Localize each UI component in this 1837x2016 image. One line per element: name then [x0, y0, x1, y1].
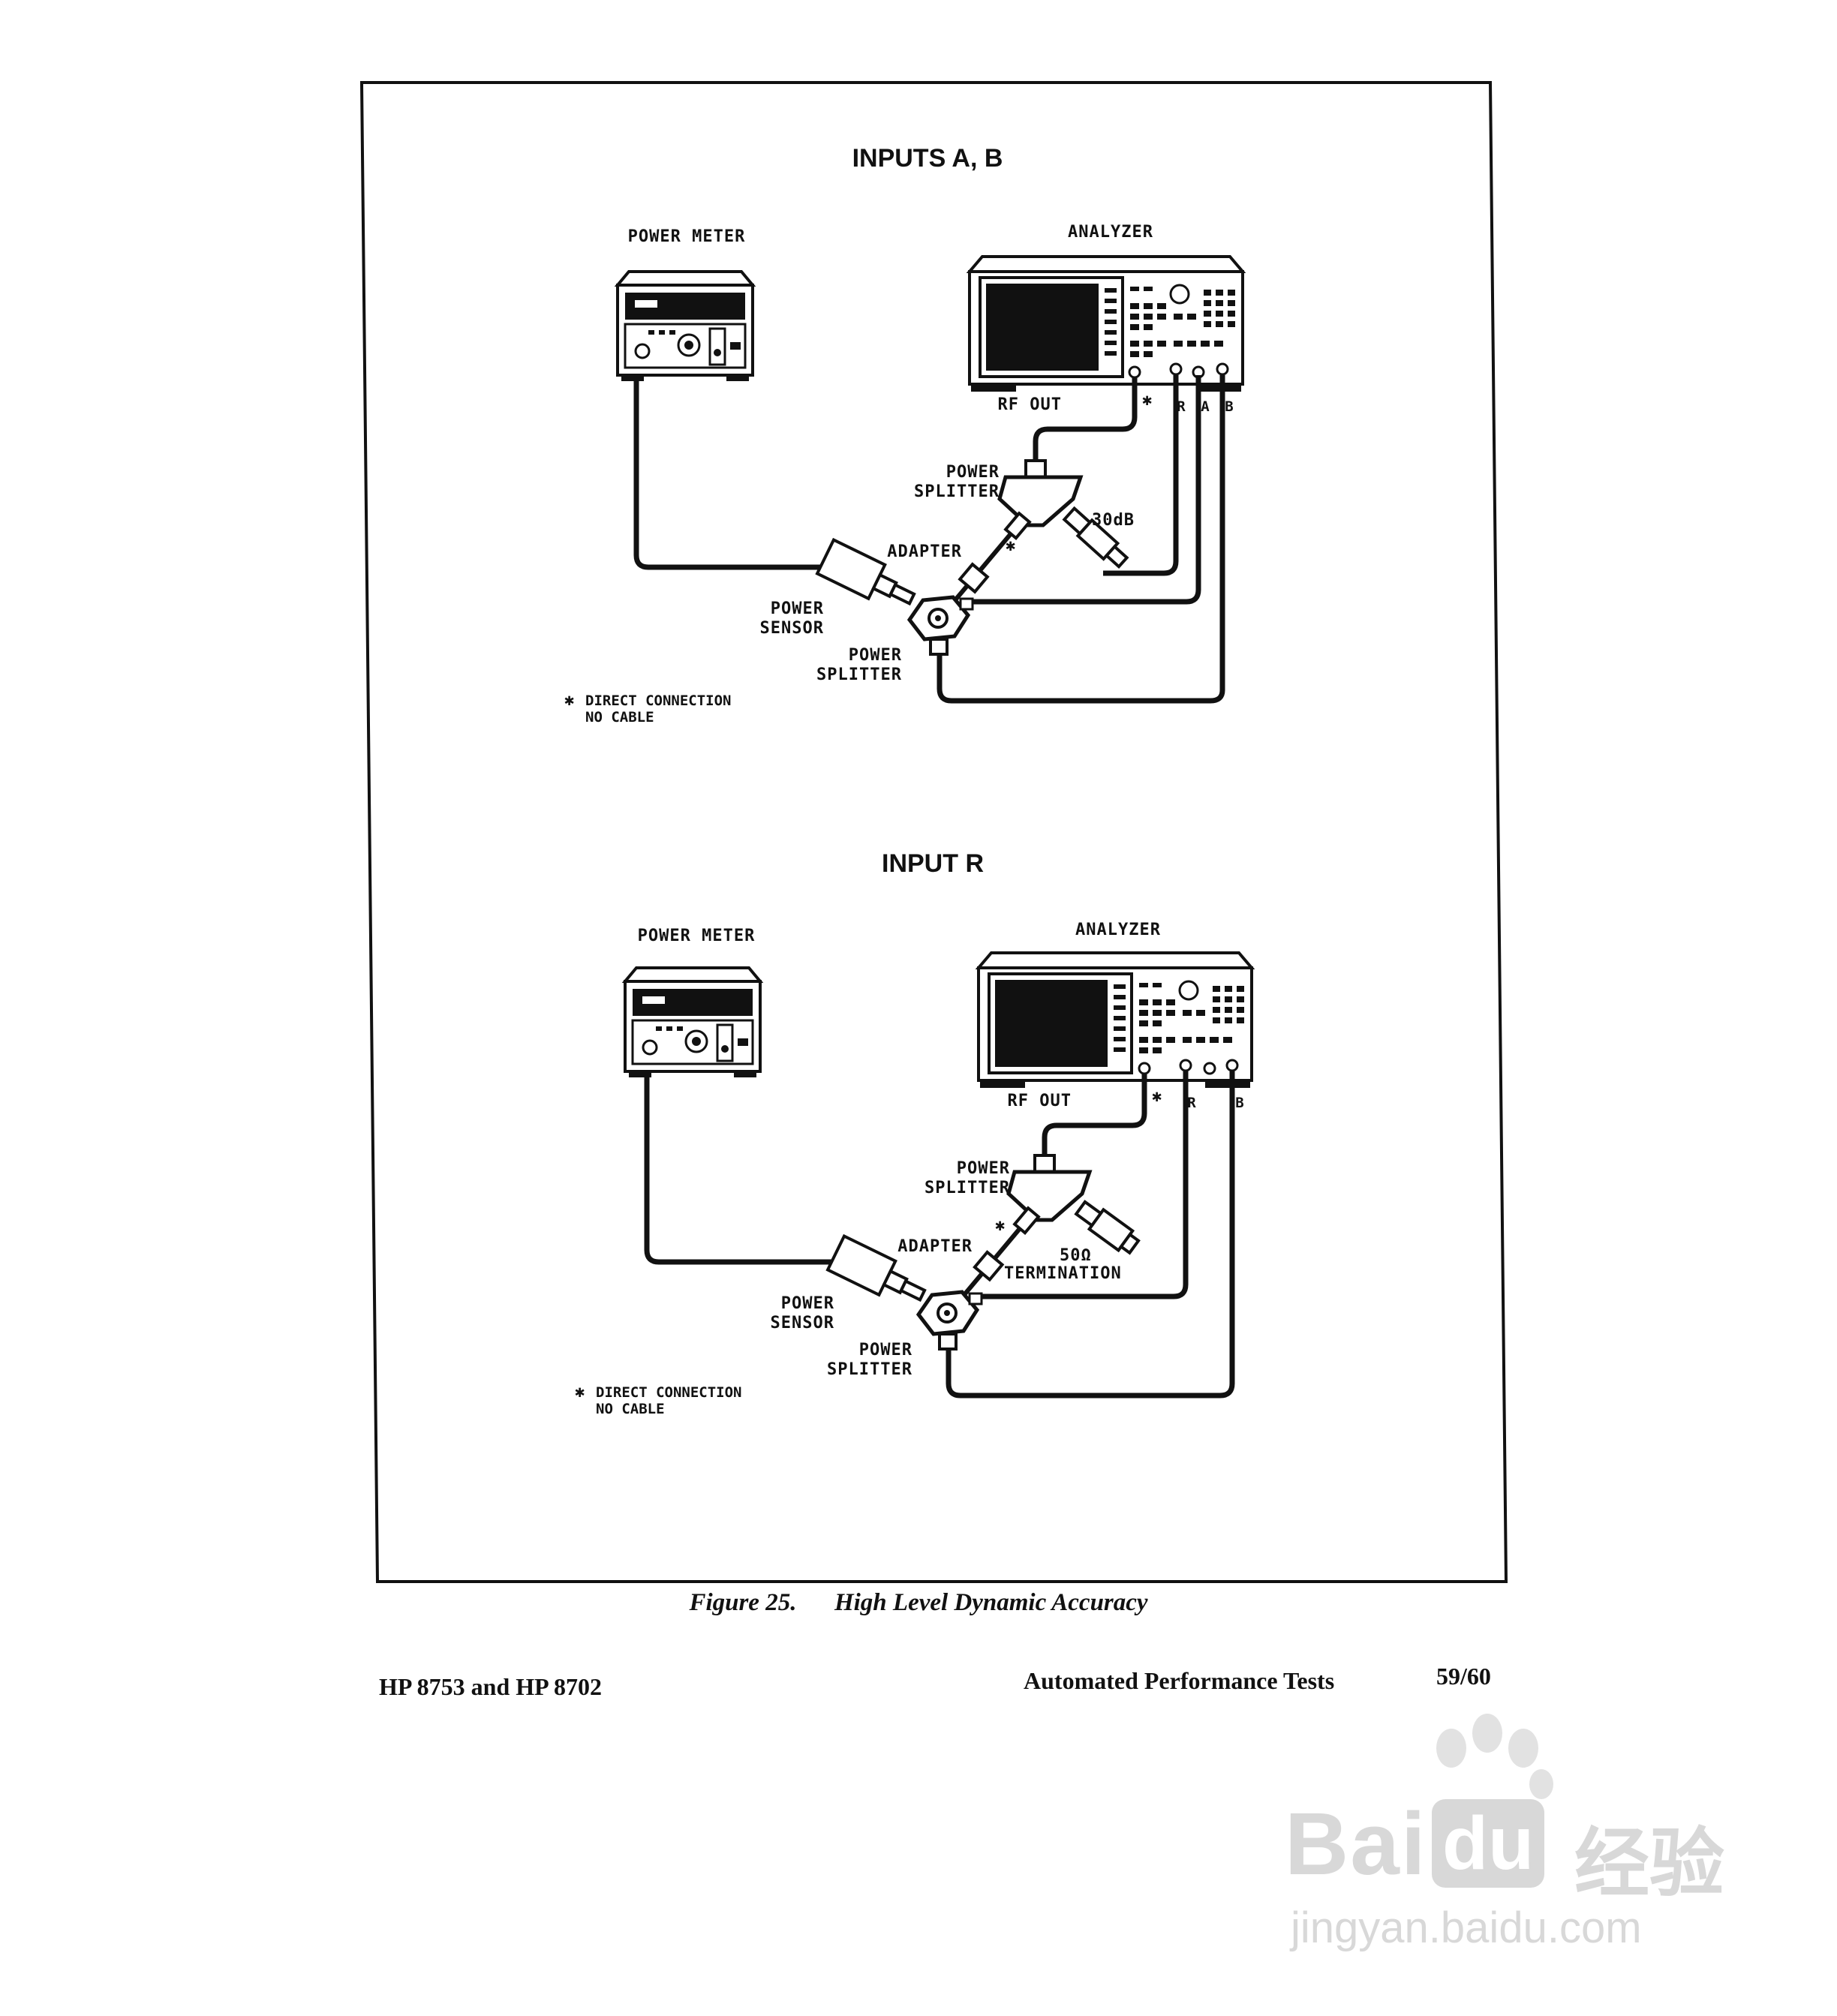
termination-50ohm	[1074, 1200, 1141, 1255]
power-sensor-label-1: POWER	[771, 599, 824, 618]
watermark-bai: Bai	[1285, 1795, 1427, 1894]
paw-icon	[1436, 1714, 1553, 1799]
watermark-url: jingyan.baidu.com	[1291, 1903, 1642, 1952]
attenuator-30db	[1062, 506, 1129, 569]
lower-power-splitter	[915, 1290, 983, 1351]
rf-out-label: RF OUT	[1008, 1092, 1072, 1110]
power-sensor	[815, 537, 916, 606]
analyzer-ports	[1138, 1059, 1239, 1075]
adapter-asterisk: ✱	[995, 1216, 1006, 1235]
note-line-2: NO CABLE	[596, 1401, 665, 1417]
rf-out-asterisk: ✱	[1142, 391, 1153, 410]
power-sensor-label-2: SENSOR	[771, 1314, 834, 1332]
note-asterisk: ✱	[564, 691, 575, 710]
upper-splitter-label-1: POWER	[946, 463, 1000, 482]
diagram-title: INPUTS A, B	[852, 144, 1003, 173]
footer-page-number: 59/60	[1436, 1663, 1491, 1690]
upper-splitter-label-2: SPLITTER	[914, 482, 1000, 501]
figure-title: High Level Dynamic Accuracy	[834, 1589, 1148, 1616]
rf-out-asterisk: ✱	[1152, 1087, 1162, 1106]
power-sensor	[825, 1233, 927, 1302]
adapter-label: ADAPTER	[887, 542, 962, 561]
footer-section: Automated Performance Tests	[1024, 1667, 1335, 1694]
watermark-du: du	[1432, 1799, 1545, 1888]
diagram-title: INPUT R	[882, 849, 984, 878]
note-line-2: NO CABLE	[585, 709, 654, 726]
port-r-label: R	[1177, 398, 1186, 415]
adapter-label: ADAPTER	[897, 1237, 973, 1256]
analyzer-label: ANALYZER	[1075, 921, 1161, 939]
port-r-label: R	[1187, 1095, 1196, 1111]
figure-caption: Figure 25. High Level Dynamic Accuracy	[0, 1589, 1837, 1617]
termination-label-1: 50Ω	[1060, 1246, 1092, 1265]
figure-frame	[359, 81, 1508, 1583]
diagram-inputs-ab: INPUTS A, B POWER METER ANALYZER	[564, 144, 1244, 726]
rf-out-label: RF OUT	[998, 395, 1062, 414]
cables	[644, 1071, 1235, 1399]
note-line-1: DIRECT CONNECTION	[596, 1384, 741, 1401]
power-meter-label: POWER METER	[638, 927, 756, 945]
lower-power-splitter	[906, 595, 974, 656]
note-line-1: DIRECT CONNECTION	[585, 693, 731, 709]
power-meter-device	[616, 270, 754, 383]
footer-product: HP 8753 and HP 8702	[379, 1673, 602, 1700]
lower-splitter-label-1: POWER	[849, 646, 902, 665]
lower-splitter-label-2: SPLITTER	[827, 1360, 912, 1379]
upper-splitter-label-2: SPLITTER	[925, 1179, 1010, 1197]
termination-label-2: TERMINATION	[1004, 1264, 1122, 1283]
power-sensor-label-1: POWER	[781, 1294, 834, 1313]
power-meter-device	[624, 966, 762, 1079]
watermark-jingyan: 经验	[1574, 1822, 1724, 1906]
port-b-label: B	[1235, 1095, 1243, 1111]
power-sensor-label-2: SENSOR	[760, 619, 824, 638]
analyzer-label: ANALYZER	[1068, 223, 1153, 242]
power-meter-label: POWER METER	[628, 227, 746, 246]
upper-splitter-label-1: POWER	[957, 1159, 1010, 1178]
port-a-label: A	[1201, 398, 1210, 415]
adapter-asterisk: ✱	[1006, 536, 1016, 555]
diagram-input-r: INPUT R POWER METER ANALYZER	[575, 849, 1253, 1417]
note-asterisk: ✱	[575, 1383, 585, 1402]
lower-splitter-label-1: POWER	[859, 1341, 912, 1360]
port-b-label: B	[1225, 398, 1233, 415]
cables	[633, 375, 1225, 704]
figure-number: Figure 25.	[689, 1589, 797, 1616]
attenuator-label: 30dB	[1092, 511, 1135, 530]
lower-splitter-label-2: SPLITTER	[816, 665, 902, 684]
